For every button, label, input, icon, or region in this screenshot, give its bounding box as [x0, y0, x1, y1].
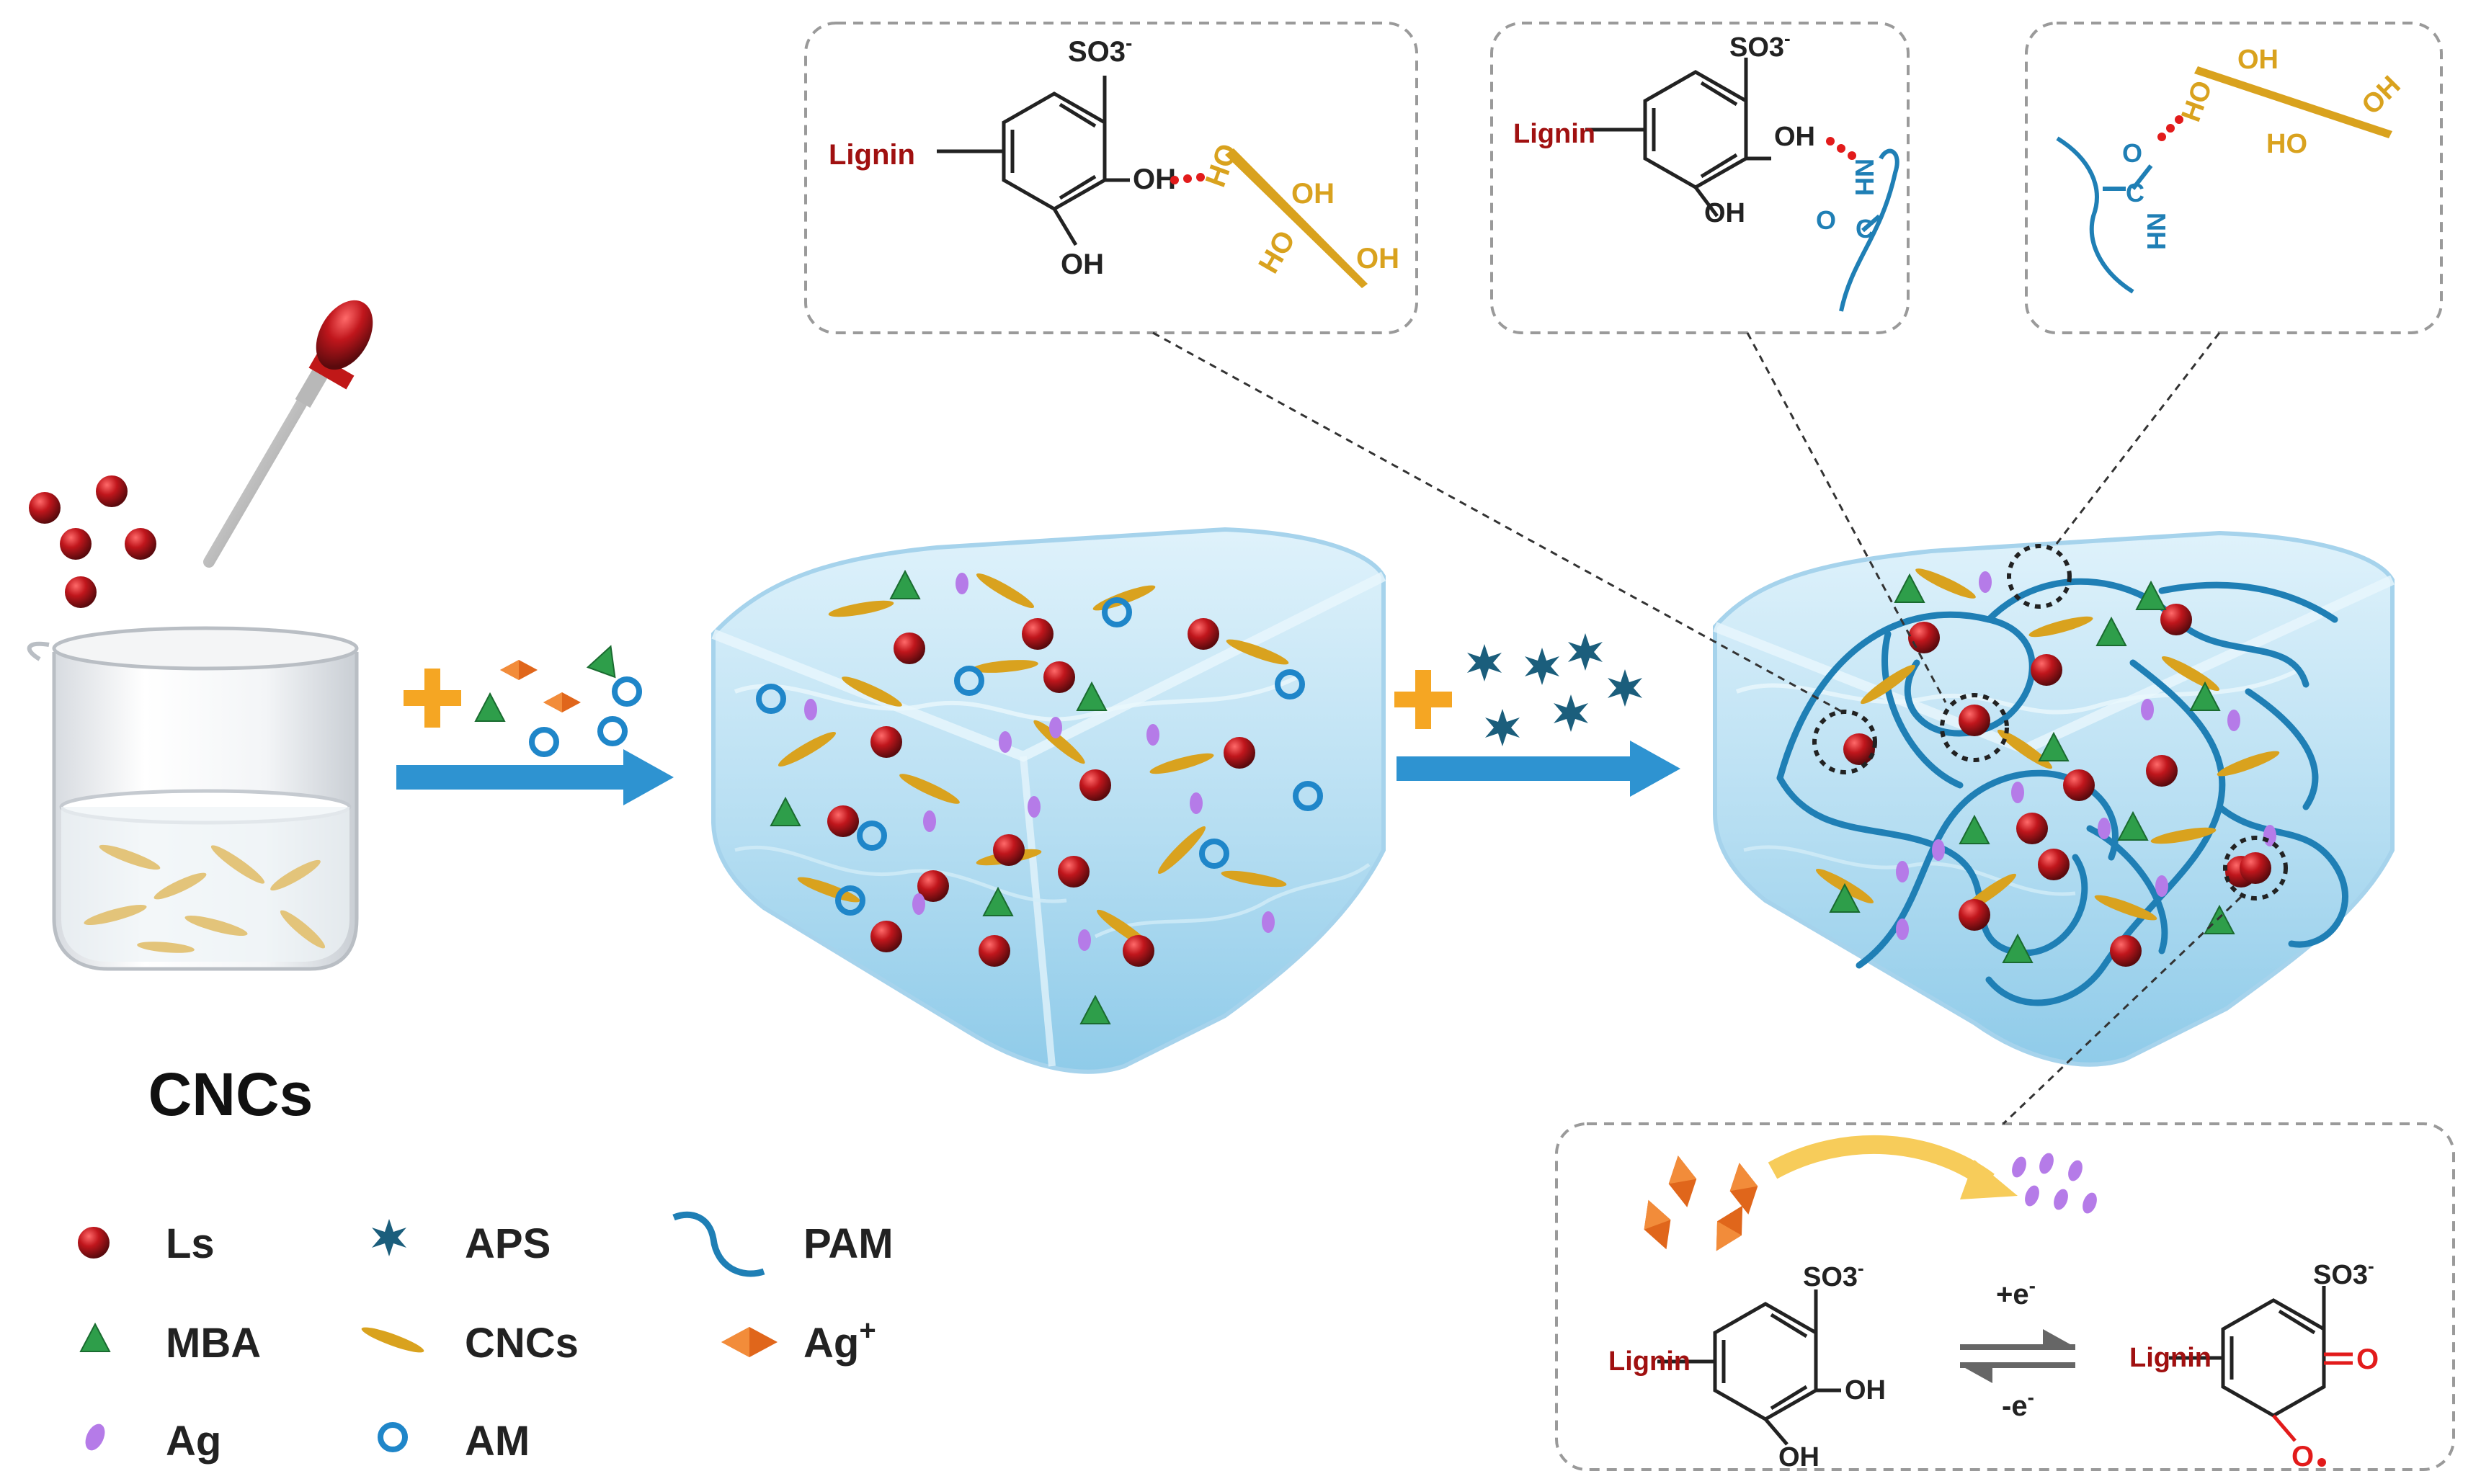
legend-item-agplus: Ag+: [721, 1315, 876, 1367]
plus-icon: [1394, 670, 1452, 729]
plus-icon: [404, 669, 461, 728]
svg-text:Ls: Ls: [166, 1220, 215, 1267]
legend-item-ag: Ag: [81, 1418, 221, 1465]
electron-gain-label: +e-: [1996, 1274, 2036, 1310]
beaker-label: CNCs: [148, 1060, 313, 1128]
pam-chain: [2056, 136, 2153, 294]
hydrogel-precursor: [711, 527, 1386, 1074]
lignin-ring: [1585, 58, 1771, 218]
svg-text:OH: OH: [2237, 45, 2279, 75]
inset-box-lignin-cnc: Lignin SO3- OH OH HO OH HO OH: [804, 22, 1418, 334]
svg-text:OH: OH: [1356, 243, 1399, 274]
dropper: [203, 300, 373, 568]
cnc-rod: [2194, 66, 2392, 138]
amide-nh-label: NH: [1850, 158, 1879, 196]
pam-chain: [1839, 148, 1899, 312]
step1-additives: [404, 640, 639, 754]
interaction-highlights: [1812, 544, 2288, 900]
equilibrium-arrows: [1960, 1329, 2075, 1383]
cnc-rod: [1225, 148, 1368, 288]
lignin-droplets: [29, 475, 156, 608]
inset-box-lignin-pam: Lignin SO3- OH OH NH O C: [1490, 22, 1910, 334]
amide-o-label: O: [1816, 205, 1836, 235]
reduction-arrow: [1768, 1135, 1995, 1189]
legend-item-aps: APS: [372, 1219, 551, 1267]
lignin-ring-oxidized: [2169, 1286, 2326, 1418]
inset-box-redox: Lignin SO3- OH OH +e- -e- Lignin SO3- O: [1555, 1122, 2455, 1472]
sulfonate-label: SO3-: [1803, 1257, 1864, 1292]
quinone-bonds: [2272, 1352, 2353, 1442]
hydroxyl-label: OH: [1704, 198, 1745, 228]
radical-dot: [2317, 1458, 2326, 1467]
leader-lines: [1152, 331, 2242, 1125]
hydroxyl-label: OH: [1774, 122, 1815, 152]
hydroxyl-label: OH: [1133, 164, 1176, 195]
hydrogen-bond: [1170, 173, 1205, 184]
svg-text:Ag+: Ag+: [803, 1315, 876, 1367]
amide-nh-label: NH: [2142, 213, 2171, 250]
hydroxyl-label: OH: [1061, 249, 1104, 280]
svg-text:APS: APS: [465, 1220, 551, 1267]
process-arrow-2: [1397, 741, 1680, 797]
sulfonate-label: SO3-: [1068, 32, 1132, 68]
legend-item-am: AM: [380, 1418, 530, 1465]
lignin-ring-reduced: [1657, 1289, 1841, 1446]
quinone-oxygen-label: O: [2356, 1344, 2379, 1375]
lignin-label: Lignin: [829, 139, 915, 171]
svg-text:PAM: PAM: [803, 1220, 894, 1267]
hydroxyl-label: OH: [1778, 1442, 1819, 1472]
svg-text:Ag: Ag: [166, 1418, 221, 1465]
amide-o-label: O: [2122, 138, 2142, 168]
legend-item-pam: PAM: [672, 1211, 894, 1277]
amide-c-label: C: [2126, 178, 2144, 207]
beaker: [27, 626, 359, 971]
svg-text:HO: HO: [2266, 129, 2307, 159]
reduction-arrowhead: [1960, 1160, 2018, 1199]
legend-item-ls: Ls: [78, 1220, 215, 1267]
hydroxyl-label: OH: [1845, 1375, 1886, 1405]
svg-text:AM: AM: [465, 1418, 530, 1465]
svg-text:OH: OH: [1291, 178, 1335, 210]
amide-c-label: C: [1856, 214, 1874, 243]
svg-text:CNCs: CNCs: [465, 1320, 579, 1367]
process-arrow-1: [396, 749, 674, 805]
legend-item-cnc: CNCs: [360, 1320, 579, 1367]
sulfonate-label: SO3-: [2313, 1255, 2374, 1290]
hydrogen-bond: [2157, 115, 2183, 141]
step2-additives: [1394, 633, 1642, 746]
lignin-ring: [937, 76, 1130, 246]
lignin-label: Lignin: [1608, 1346, 1691, 1377]
lignin-label: Lignin: [2129, 1343, 2211, 1373]
inset-box-cnc-pam: HO OH HO OH O C NH: [2025, 22, 2443, 334]
radical-oxygen-label: O: [2291, 1441, 2314, 1472]
lignin-label: Lignin: [1513, 119, 1595, 149]
legend: Ls APS PAM MBA CNCs Ag+ Ag AM: [78, 1211, 894, 1465]
hydrogen-bond: [1826, 137, 1856, 160]
sulfonate-label: SO3-: [1729, 27, 1791, 63]
hydrogel-network: [1713, 530, 2395, 1067]
cnc-suspension: [84, 844, 326, 953]
legend-item-mba: MBA: [80, 1320, 261, 1367]
electron-loss-label: -e-: [2002, 1386, 2034, 1422]
svg-text:MBA: MBA: [166, 1320, 261, 1367]
